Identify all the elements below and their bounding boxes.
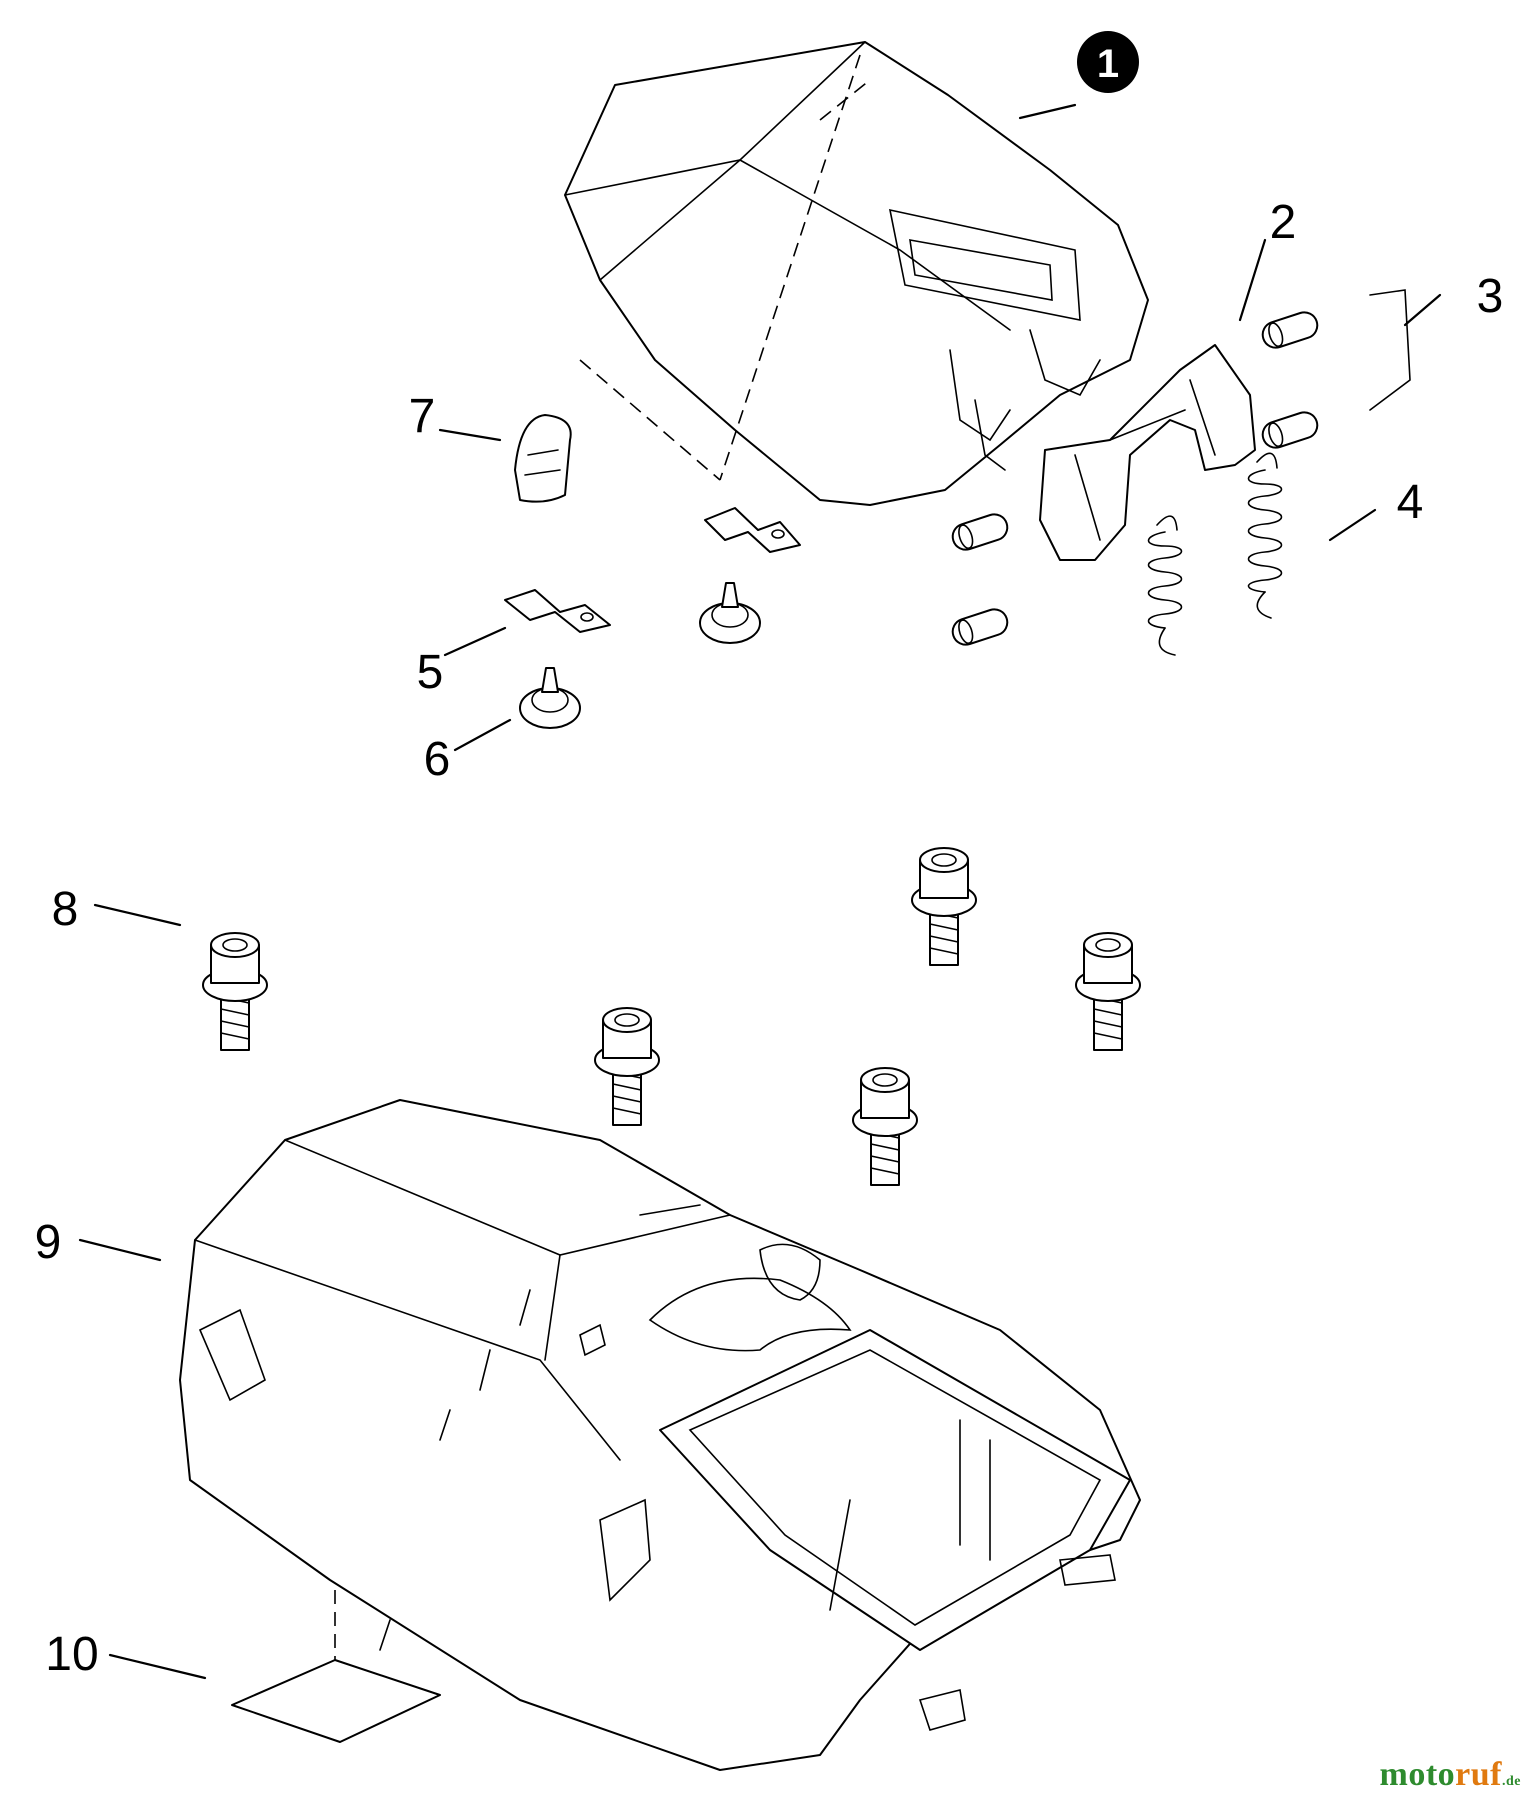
leader-lines bbox=[78, 103, 1442, 1680]
callout-6: 6 bbox=[424, 733, 451, 786]
motoruf-watermark: motoruf.de bbox=[1380, 1756, 1521, 1794]
callout-7: 7 bbox=[409, 390, 436, 443]
part-6-grommets bbox=[519, 582, 761, 729]
callout-9: 9 bbox=[35, 1216, 62, 1269]
callout-2: 2 bbox=[1270, 196, 1297, 249]
part-10-label-plate bbox=[231, 1659, 441, 1743]
part-1-upper-cover bbox=[564, 41, 1149, 506]
part-4-springs bbox=[1147, 452, 1283, 656]
callout-1: 1 bbox=[1077, 31, 1139, 93]
callout-10: 10 bbox=[45, 1628, 98, 1681]
part-7-buffer bbox=[514, 414, 572, 503]
watermark-tld: .de bbox=[1502, 1774, 1521, 1789]
part-9-lower-housing bbox=[179, 1099, 1141, 1771]
part-2-latch-bracket bbox=[1039, 344, 1256, 561]
part-8-screws bbox=[202, 847, 1141, 1186]
watermark-part-a: moto bbox=[1379, 1756, 1456, 1793]
callout-5: 5 bbox=[417, 646, 444, 699]
pins-lower bbox=[951, 513, 1009, 646]
callout-3: 3 bbox=[1477, 270, 1504, 323]
part-3-pins bbox=[1261, 289, 1411, 449]
callout-8: 8 bbox=[52, 883, 79, 936]
watermark-part-b: ruf bbox=[1455, 1756, 1502, 1793]
svg-text:1: 1 bbox=[1097, 42, 1119, 86]
callout-4: 4 bbox=[1397, 476, 1424, 529]
part-5-decals bbox=[504, 507, 801, 633]
